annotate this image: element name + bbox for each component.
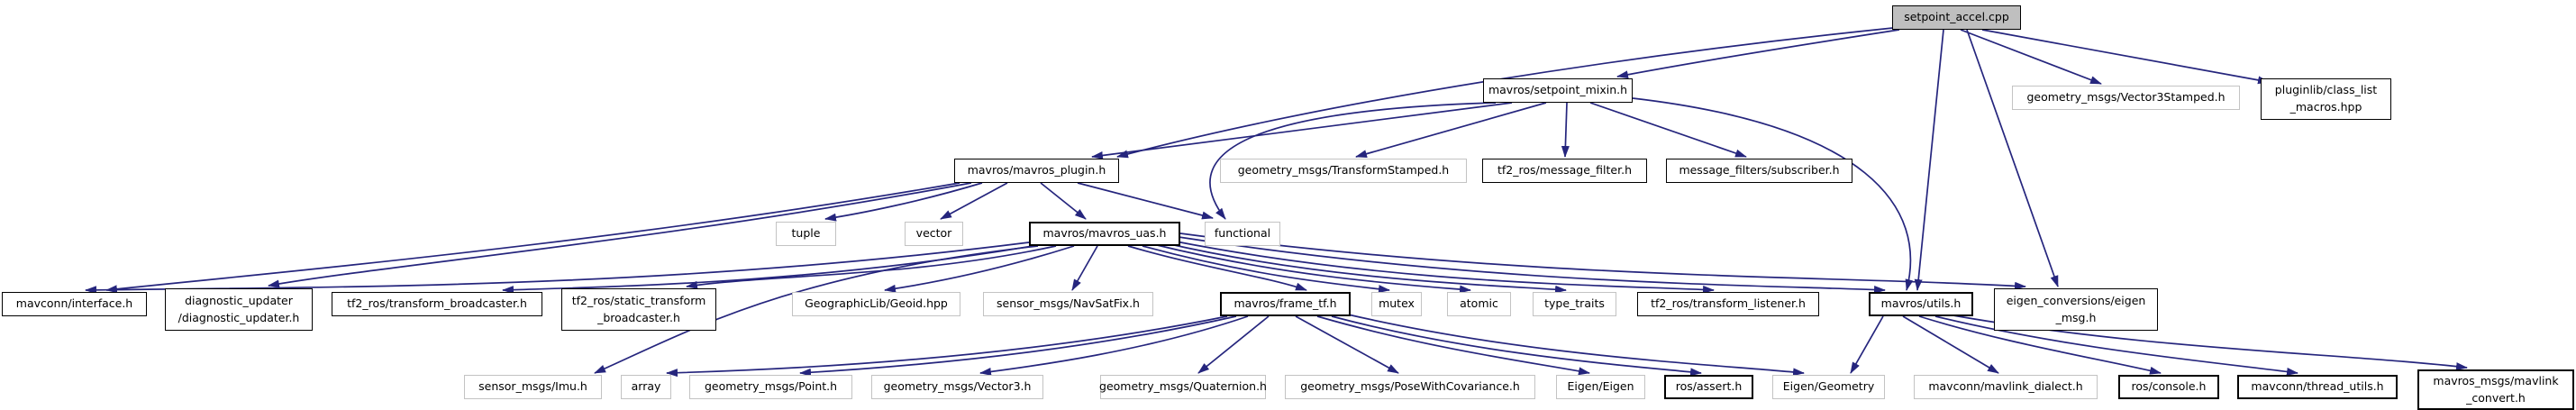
edge-uas-to-frametf xyxy=(1127,245,1307,291)
edge-frametf-to-eigengeom xyxy=(1347,314,1805,377)
node-tfl[interactable]: tf2_ros/transform_listener.h xyxy=(1637,292,1819,316)
edge-utils-to-threadutils xyxy=(1934,315,2298,376)
edge-uas-to-imu xyxy=(594,245,1039,374)
edge-mixin-to-plugin xyxy=(1091,102,1513,159)
node-imu: sensor_msgs/Imu.h xyxy=(464,375,602,399)
edge-mixin-to-functional xyxy=(1209,102,1497,220)
edge-frametf-to-point xyxy=(799,315,1237,377)
edge-plugin-to-vector xyxy=(940,182,1008,220)
edge-uas-to-eigenmsg xyxy=(1179,232,2026,290)
edge-plugin-to-tuple xyxy=(824,182,983,222)
edge-mixin-to-msgfilter xyxy=(1561,102,1570,158)
node-frametf[interactable]: mavros/frame_tf.h xyxy=(1220,292,1351,316)
edge-uas-to-tfb xyxy=(502,243,1044,295)
node-mixin[interactable]: mavros/setpoint_mixin.h xyxy=(1483,78,1633,103)
edge-root-to-v3s xyxy=(1960,29,2102,85)
edge-frametf-to-array xyxy=(666,315,1228,378)
node-msgfilter[interactable]: tf2_ros/message_filter.h xyxy=(1482,159,1647,183)
edge-root-to-plm xyxy=(1981,29,2270,85)
node-tfb[interactable]: tf2_ros/transform_broadcaster.h xyxy=(332,292,542,316)
node-v3s: geometry_msgs/Vector3Stamped.h xyxy=(2012,86,2240,110)
node-posecov: geometry_msgs/PoseWithCovariance.h xyxy=(1285,375,1535,399)
node-subscriber[interactable]: message_filters/subscriber.h xyxy=(1666,159,1852,183)
edge-frametf-to-eigeneigen xyxy=(1316,315,1590,376)
edge-uas-to-navsat xyxy=(1071,245,1098,291)
edge-utils-to-dialect xyxy=(1902,315,1999,374)
node-geoid: GeographicLib/Geoid.hpp xyxy=(792,292,960,316)
node-tfsb[interactable]: tf2_ros/static_transform _broadcaster.h xyxy=(561,288,716,331)
edge-frametf-to-posecov xyxy=(1295,315,1399,374)
node-threadutils[interactable]: mavconn/thread_utils.h xyxy=(2237,375,2398,399)
node-uas[interactable]: mavros/mavros_uas.h xyxy=(1029,222,1180,246)
node-eigeneigen: Eigen/Eigen xyxy=(1556,375,1645,399)
node-dialect: mavconn/mavlink_dialect.h xyxy=(1914,375,2098,399)
edge-plugin-to-uas xyxy=(1040,182,1087,220)
node-tuple: tuple xyxy=(776,222,836,246)
node-plm[interactable]: pluginlib/class_list _macros.hpp xyxy=(2261,78,2391,120)
node-interface[interactable]: mavconn/interface.h xyxy=(2,292,147,316)
edge-uas-to-atomic xyxy=(1152,243,1471,294)
node-navsat: sensor_msgs/NavSatFix.h xyxy=(983,292,1153,316)
node-diag[interactable]: diagnostic_updater /diagnostic_updater.h xyxy=(165,288,313,331)
node-functional: functional xyxy=(1205,222,1280,246)
node-vector3: geometry_msgs/Vector3.h xyxy=(871,375,1043,399)
node-console[interactable]: ros/console.h xyxy=(2118,375,2219,399)
node-point: geometry_msgs/Point.h xyxy=(689,375,852,399)
edge-utils-to-console xyxy=(1918,315,2162,375)
node-root: setpoint_accel.cpp xyxy=(1892,5,2021,30)
edge-mixin-to-subscriber xyxy=(1589,102,1747,158)
edge-mixin-to-tstamped xyxy=(1355,102,1547,159)
edge-uas-to-tfl xyxy=(1170,240,1715,294)
edge-plugin-to-interface xyxy=(105,182,960,294)
edge-uas-to-geoid xyxy=(884,245,1075,293)
node-mutex: mutex xyxy=(1371,292,1422,316)
edge-frametf-to-vector3 xyxy=(979,315,1249,376)
edge-uas-to-tfsb xyxy=(686,245,1057,289)
edge-uas-to-typetraits xyxy=(1161,241,1567,294)
node-tstamped: geometry_msgs/TransformStamped.h xyxy=(1220,159,1467,183)
node-eigengeom: Eigen/Geometry xyxy=(1772,375,1885,399)
edge-root-to-mixin xyxy=(1616,29,1900,79)
node-quat: geometry_msgs/Quaternion.h xyxy=(1099,375,1267,399)
node-assert[interactable]: ros/assert.h xyxy=(1664,375,1753,399)
edge-plugin-to-diag xyxy=(268,182,972,288)
edge-mixin-to-utils xyxy=(1632,97,1914,291)
node-plugin[interactable]: mavros/mavros_plugin.h xyxy=(954,159,1119,183)
edge-root-to-eigenmsg xyxy=(1966,29,2059,287)
edge-root-to-utils xyxy=(1914,29,1944,291)
edge-frametf-to-quat xyxy=(1197,315,1270,374)
node-atomic: atomic xyxy=(1447,292,1511,316)
edge-frametf-to-assert xyxy=(1331,315,1702,377)
node-typetraits: type_traits xyxy=(1533,292,1616,316)
edge-uas-to-utils xyxy=(1178,236,1886,294)
edge-uas-to-mutex xyxy=(1142,245,1390,294)
node-array: array xyxy=(621,375,671,399)
node-eigenmsg[interactable]: eigen_conversions/eigen _msg.h xyxy=(1994,288,2158,331)
edge-utils-to-eigengeom xyxy=(1850,315,1884,374)
edge-plugin-to-functional xyxy=(1077,182,1214,220)
node-vector: vector xyxy=(905,222,963,246)
node-mavconvert[interactable]: mavros_msgs/mavlink _convert.h xyxy=(2417,369,2574,410)
node-utils[interactable]: mavros/utils.h xyxy=(1869,292,1973,316)
